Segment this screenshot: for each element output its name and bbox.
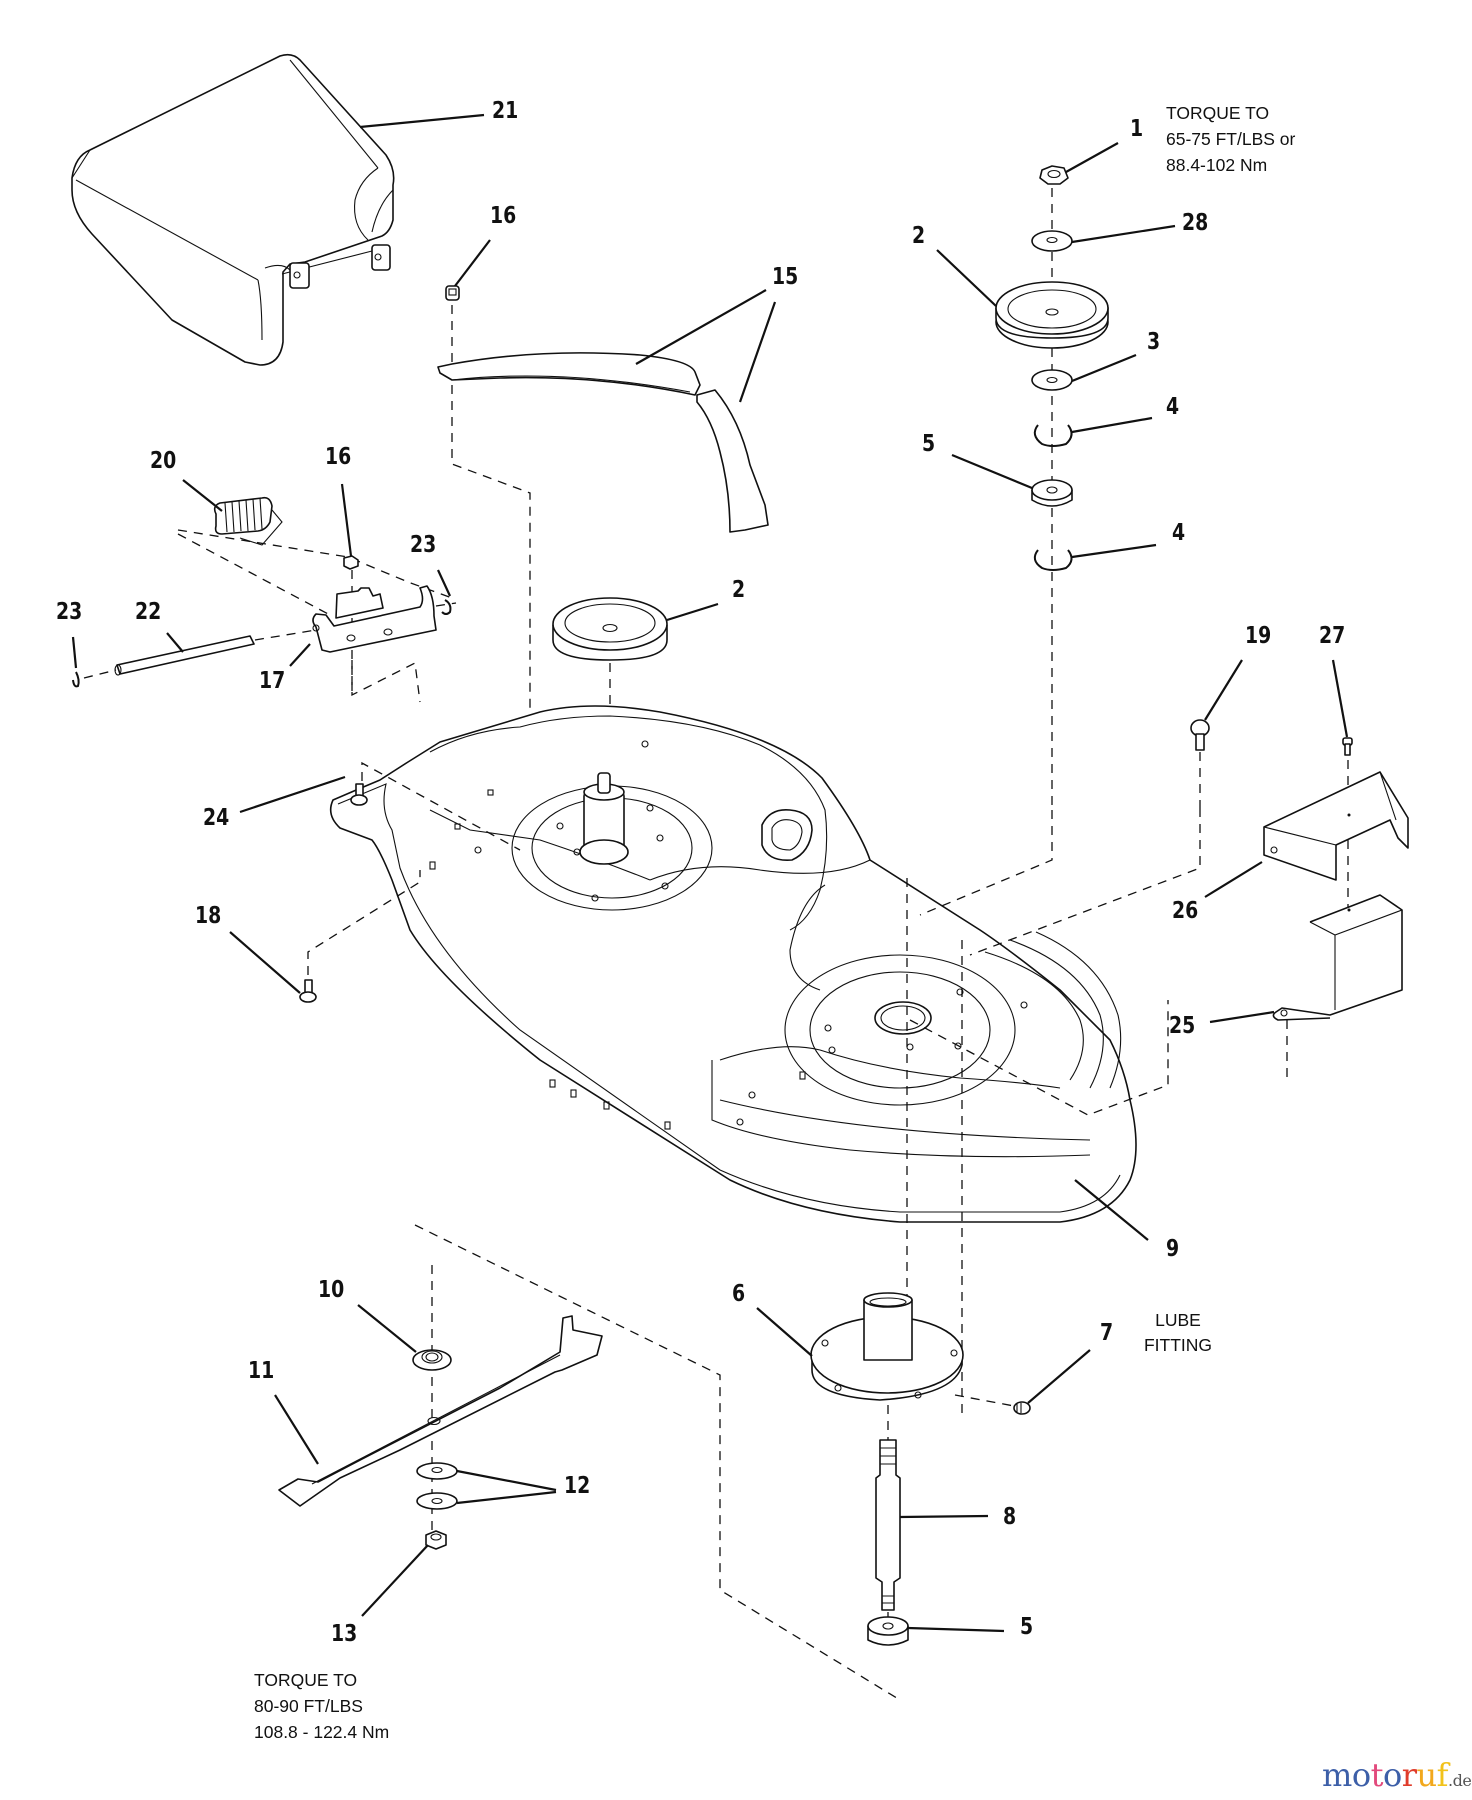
watermark-letter: m xyxy=(1322,1756,1352,1794)
torque-note-bottom-line-1: TORQUE TO xyxy=(254,1670,358,1690)
bolt-24 xyxy=(350,783,368,806)
callout-22: 22 xyxy=(135,599,162,625)
spring-20 xyxy=(213,496,283,546)
nut-16-left xyxy=(343,555,359,570)
watermark-letter: o xyxy=(1351,1756,1371,1794)
callout-5-top: 5 xyxy=(922,431,936,457)
watermark-letter: r xyxy=(1401,1756,1417,1794)
lube-fitting-7 xyxy=(1013,1401,1031,1415)
blade-11 xyxy=(278,1315,603,1507)
callout-13: 13 xyxy=(331,1621,358,1647)
callout-23-left: 23 xyxy=(56,599,83,625)
washer-28 xyxy=(1031,230,1073,252)
spindle-housing-6 xyxy=(810,1292,964,1401)
callout-16-left: 16 xyxy=(325,444,352,470)
torque-note-bottom-line-3: 108.8 - 122.4 Nm xyxy=(254,1722,390,1742)
torque-note-top-line-3: 88.4-102 Nm xyxy=(1166,155,1268,175)
torque-note-bottom-line-2: 80-90 FT/LBS xyxy=(254,1696,363,1716)
callout-18: 18 xyxy=(195,903,222,929)
callout-4-bottom: 4 xyxy=(1172,520,1186,546)
torque-note-top-line-1: TORQUE TO xyxy=(1166,103,1270,123)
cotter-pin-23-right xyxy=(441,599,452,615)
rod-22 xyxy=(114,635,255,676)
callout-8: 8 xyxy=(1003,1504,1017,1530)
callout-19: 19 xyxy=(1245,623,1272,649)
washer-3 xyxy=(1031,369,1073,391)
bolt-27 xyxy=(1342,737,1353,756)
callout-20: 20 xyxy=(150,448,177,474)
callout-7: 7 xyxy=(1100,1320,1114,1346)
callout-25: 25 xyxy=(1169,1013,1196,1039)
pulley-2-middle xyxy=(552,597,668,661)
motoruf-watermark: motoruf.de xyxy=(1322,1756,1472,1794)
watermark-letter: u xyxy=(1416,1756,1438,1794)
callout-16-top: 16 xyxy=(490,203,517,229)
bolt-18 xyxy=(299,979,317,1003)
deck-9 xyxy=(329,705,1137,1223)
callout-3: 3 xyxy=(1147,329,1161,355)
blade-adapter-10 xyxy=(412,1349,452,1371)
lube-fitting-note: LUBE FITTING xyxy=(1138,1308,1218,1358)
callout-23-right: 23 xyxy=(410,532,437,558)
lube-note-line-2: FITTING xyxy=(1143,1335,1213,1355)
callout-4-top: 4 xyxy=(1166,394,1180,420)
callout-5-bottom: 5 xyxy=(1020,1614,1034,1640)
callout-28: 28 xyxy=(1182,210,1209,236)
callout-1: 1 xyxy=(1130,116,1144,142)
torque-note-bottom: TORQUE TO 80-90 FT/LBS 108.8 - 122.4 Nm xyxy=(254,1667,389,1745)
ring-4-top xyxy=(1033,424,1073,447)
torque-note-top: TORQUE TO 65-75 FT/LBS or 88.4-102 Nm xyxy=(1166,100,1295,178)
bearing-5-bottom xyxy=(867,1616,909,1646)
callout-9: 9 xyxy=(1166,1236,1180,1262)
watermark-letter: f xyxy=(1436,1756,1449,1794)
callout-24: 24 xyxy=(203,805,230,831)
watermark-letter: t xyxy=(1370,1756,1384,1794)
callout-6: 6 xyxy=(732,1281,746,1307)
lube-note-line-1: LUBE xyxy=(1155,1310,1201,1330)
callout-26: 26 xyxy=(1172,898,1199,924)
callout-17: 17 xyxy=(259,668,286,694)
belt-guard-26 xyxy=(1263,771,1409,881)
callout-10: 10 xyxy=(318,1277,345,1303)
callout-15: 15 xyxy=(772,264,799,290)
nut-16-top xyxy=(445,285,460,301)
watermark-letter: o xyxy=(1382,1756,1402,1794)
callout-11: 11 xyxy=(248,1358,275,1384)
callout-12: 12 xyxy=(564,1473,591,1499)
callout-21: 21 xyxy=(492,98,519,124)
blade-nut-13 xyxy=(425,1530,447,1550)
washers-12 xyxy=(416,1462,458,1510)
cotter-pin-23-left xyxy=(72,671,80,688)
torque-note-top-line-2: 65-75 FT/LBS or xyxy=(1166,129,1296,149)
discharge-chute-part xyxy=(71,53,395,366)
belt-guard-25 xyxy=(1272,894,1403,1021)
callout-2-top: 2 xyxy=(912,223,926,249)
spindle-shaft-8 xyxy=(875,1439,901,1611)
bearing-5-top xyxy=(1031,479,1073,507)
nut-1 xyxy=(1039,165,1069,185)
watermark-tld: .de xyxy=(1447,1771,1472,1790)
ring-4-bottom xyxy=(1033,549,1073,571)
pulley-2-top xyxy=(995,281,1109,349)
belt-guards-part xyxy=(437,352,769,533)
bracket-17 xyxy=(312,585,437,653)
callout-2-middle: 2 xyxy=(732,577,746,603)
callout-27: 27 xyxy=(1319,623,1346,649)
carriage-bolt-19 xyxy=(1190,719,1210,751)
